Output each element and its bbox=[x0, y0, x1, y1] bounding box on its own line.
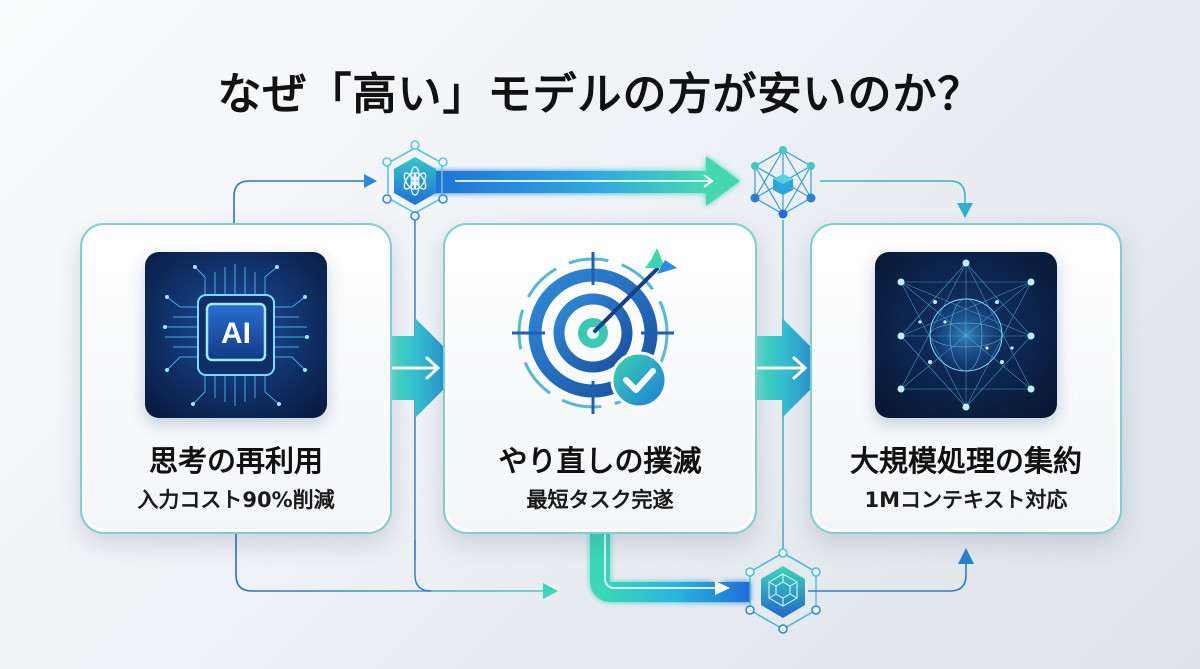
card-title: 思考の再利用 bbox=[148, 444, 323, 478]
card-subtitle: 入力コスト90%削減 bbox=[137, 488, 335, 512]
card-subtitle: 1Mコンテキスト対応 bbox=[864, 488, 1068, 512]
card-eliminate-redo: やり直しの撲滅 最短タスク完遂 bbox=[443, 223, 757, 534]
card-subtitle: 最短タスク完遂 bbox=[526, 488, 674, 512]
card-large-scale-processing: 大規模処理の集約 1Mコンテキスト対応 bbox=[810, 223, 1122, 534]
card-title: やり直しの撲滅 bbox=[498, 444, 702, 478]
cube-hex-node-icon bbox=[745, 548, 821, 634]
target-check-icon bbox=[505, 240, 695, 430]
chip-label: AI bbox=[221, 317, 251, 350]
ai-chip-icon: AI bbox=[145, 252, 327, 418]
card-title: 大規模処理の集約 bbox=[849, 444, 1082, 478]
network-cube-node-icon bbox=[750, 146, 816, 219]
top-flow-arrow bbox=[425, 156, 740, 206]
ai-model-hex-node-icon bbox=[382, 140, 448, 221]
neural-network-globe-icon bbox=[875, 252, 1057, 418]
card-thought-reuse: AI 思考の再利用 入力コスト90%削減 bbox=[80, 223, 392, 534]
page-title: なぜ「高い」モデルの方が安いのか？ bbox=[217, 69, 983, 120]
bottom-flow-arrow bbox=[590, 534, 750, 602]
